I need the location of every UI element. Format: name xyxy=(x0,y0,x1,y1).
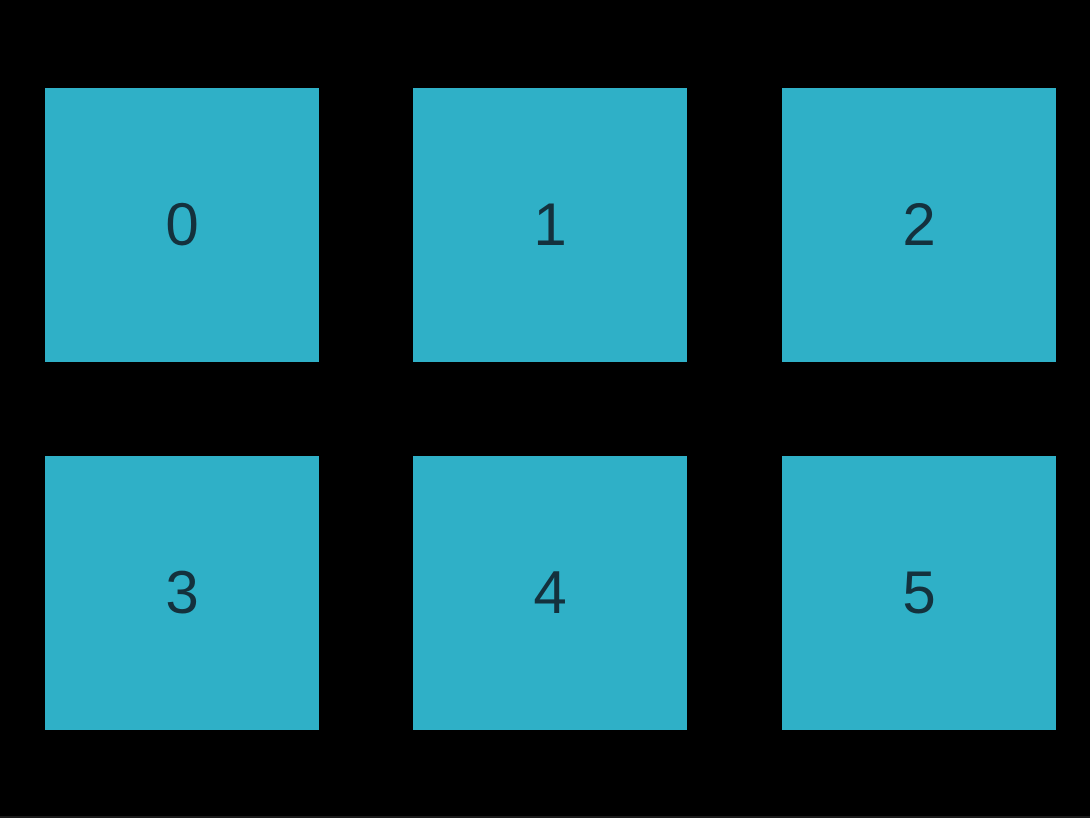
square-4[interactable]: 4 xyxy=(413,456,687,730)
square-1-label: 1 xyxy=(533,191,567,258)
square-0-label: 0 xyxy=(165,191,199,258)
square-2[interactable]: 2 xyxy=(782,88,1056,362)
square-4-label: 4 xyxy=(533,559,567,626)
square-0[interactable]: 0 xyxy=(45,88,319,362)
square-1[interactable]: 1 xyxy=(413,88,687,362)
square-5[interactable]: 5 xyxy=(782,456,1056,730)
square-5-label: 5 xyxy=(902,559,936,626)
window-bottom-edge xyxy=(0,816,1090,818)
square-3-label: 3 xyxy=(165,559,199,626)
square-2-label: 2 xyxy=(902,191,936,258)
square-3[interactable]: 3 xyxy=(45,456,319,730)
